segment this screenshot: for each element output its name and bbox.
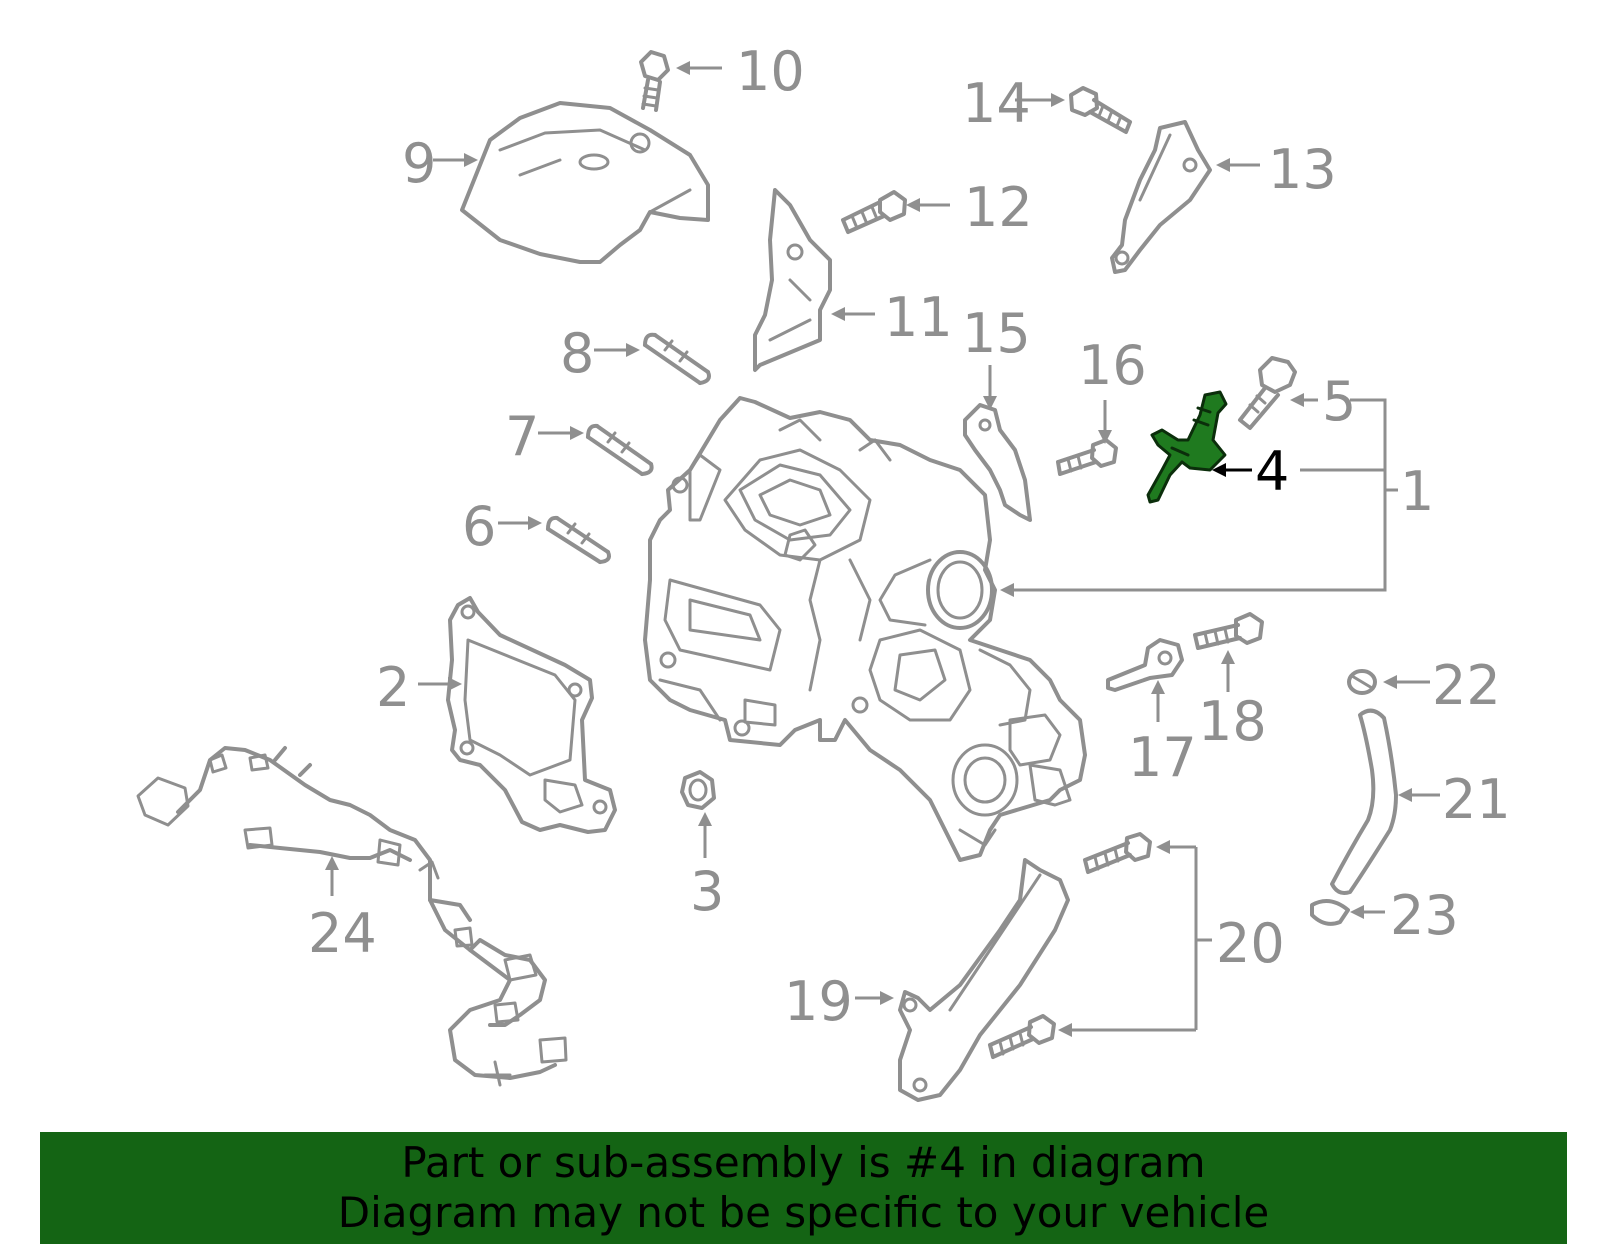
callout-12: 12 <box>964 176 1033 239</box>
part-7-stud[interactable] <box>586 423 654 476</box>
part-14-bolt[interactable] <box>1069 86 1132 134</box>
callout-3: 3 <box>690 860 724 923</box>
part-20-bolt-lower[interactable] <box>988 1014 1056 1059</box>
part-6-stud[interactable] <box>546 515 611 564</box>
callout-23: 23 <box>1390 884 1459 947</box>
callout-13: 13 <box>1268 138 1337 201</box>
callout-16: 16 <box>1078 334 1147 397</box>
callout-5: 5 <box>1322 370 1356 433</box>
callout-1: 1 <box>1400 460 1434 523</box>
callout-8: 8 <box>560 322 594 385</box>
callout-14: 14 <box>962 72 1031 135</box>
part-23-clamp[interactable] <box>1310 899 1350 926</box>
callout-2: 2 <box>376 656 410 719</box>
part-4-highlighted-sensor[interactable] <box>1146 390 1228 504</box>
banner-line-2: Diagram may not be specific to your vehi… <box>337 1188 1270 1237</box>
leader-lines <box>325 61 1440 1037</box>
part-16-bolt[interactable] <box>1056 438 1118 476</box>
part-15-shield[interactable] <box>963 403 1032 522</box>
part-2-gasket[interactable] <box>446 596 617 834</box>
callout-22: 22 <box>1432 654 1501 717</box>
part-17-bracket[interactable] <box>1106 638 1184 692</box>
callout-17: 17 <box>1128 726 1197 789</box>
part-18-bolt[interactable] <box>1193 612 1264 650</box>
callout-11: 11 <box>884 286 953 349</box>
part-12-bolt[interactable] <box>841 190 907 234</box>
callout-labels: 10 9 12 14 13 11 8 7 6 15 16 5 4 1 2 3 1… <box>308 40 1511 1033</box>
part-10-bolt[interactable] <box>639 50 670 112</box>
banner-line-1: Part or sub-assembly is #4 in diagram <box>401 1138 1206 1187</box>
callout-9: 9 <box>402 132 436 195</box>
callout-10: 10 <box>736 40 805 103</box>
callout-15: 15 <box>962 302 1031 365</box>
callout-20: 20 <box>1216 912 1285 975</box>
part-3-nut[interactable] <box>680 770 716 810</box>
part-8-stud[interactable] <box>643 332 711 385</box>
part-22-clamp[interactable] <box>1347 669 1377 695</box>
part-13-bracket[interactable] <box>1110 120 1212 274</box>
part-19-bracket[interactable] <box>898 858 1070 1102</box>
part-5-sensor[interactable] <box>1238 356 1297 430</box>
callout-18: 18 <box>1198 690 1267 753</box>
callout-19: 19 <box>784 970 853 1033</box>
part-1-turbocharger[interactable] <box>643 396 1087 862</box>
part-20-bolt-upper[interactable] <box>1083 832 1152 874</box>
part-11-bracket[interactable] <box>753 188 832 372</box>
callout-4-highlighted: 4 <box>1255 440 1289 503</box>
callout-7: 7 <box>505 405 539 468</box>
callout-21: 21 <box>1442 768 1511 831</box>
callout-6: 6 <box>462 495 496 558</box>
callout-24: 24 <box>308 902 377 965</box>
part-9-heat-shield[interactable] <box>460 101 710 264</box>
part-24-wiring-harness[interactable] <box>136 746 568 1087</box>
info-banner: Part or sub-assembly is #4 in diagram Di… <box>40 1132 1567 1244</box>
part-21-hose[interactable] <box>1330 708 1398 895</box>
